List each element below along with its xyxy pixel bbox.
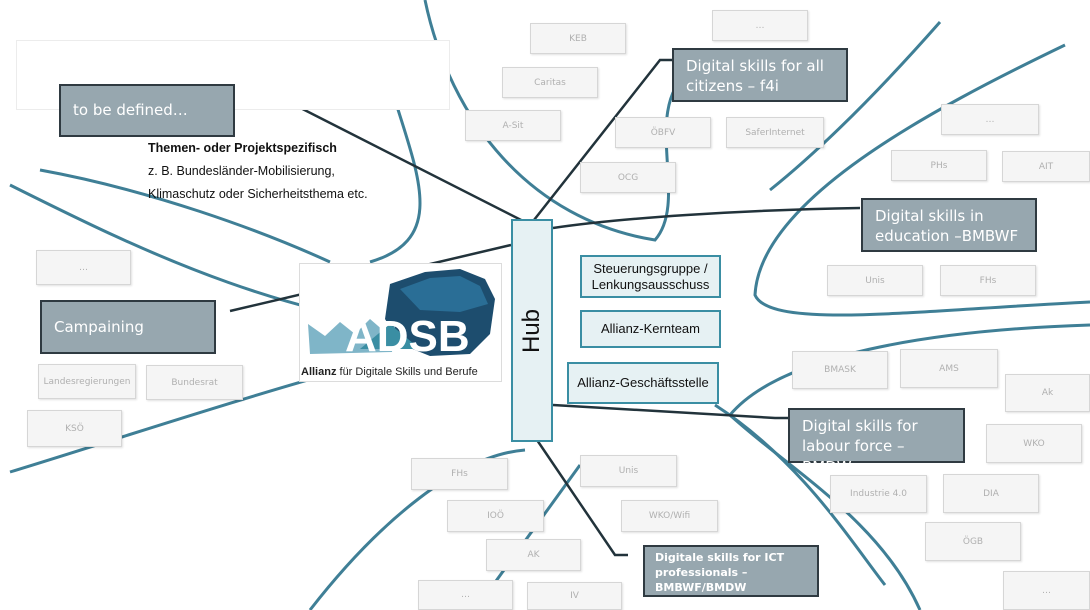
tile-ak: AK	[486, 539, 581, 571]
curve	[727, 323, 1090, 610]
tile-kso: KSÖ	[27, 410, 122, 447]
hub-item-kernteam: Allianz-Kernteam	[580, 310, 721, 348]
adsb-logo: ADSB	[299, 263, 502, 382]
curve	[308, 448, 526, 610]
box-digital-skills-ict-professionals: Digitale skills for ICT professionals – …	[643, 545, 819, 597]
hub-box: Hub	[511, 219, 553, 442]
tile-ait: AIT	[1002, 151, 1090, 182]
hub-label: Hub	[518, 308, 545, 353]
tile-bmask: BMASK	[792, 351, 888, 389]
tile-ogb: ÖGB	[925, 522, 1021, 561]
box-campaining: Campaining	[40, 300, 216, 354]
tile-a-sit: A-Sit	[465, 110, 561, 141]
tile-wko-wifi: WKO/Wifi	[621, 500, 718, 532]
tile-ellipsis: …	[941, 104, 1039, 135]
box-digital-skills-all-citizens: Digital skills for all citizens – f4i	[672, 48, 848, 102]
tile-ellipsis: …	[418, 580, 513, 610]
tile-ocg: OCG	[580, 162, 676, 193]
logo-wordmark: ADSB	[345, 312, 470, 361]
connector-line	[533, 58, 672, 221]
hub-item-steuerungsgruppe: Steuerungsgruppe / Lenkungsausschuss	[580, 255, 721, 298]
tile-fhs: FHs	[940, 265, 1036, 296]
curve	[39, 168, 331, 264]
hub-item-geschaeftsstelle: Allianz-Geschäftsstelle	[567, 362, 719, 404]
curve	[769, 21, 942, 192]
tile-ioo: IOÖ	[447, 500, 544, 532]
connector-line	[552, 403, 788, 420]
tile-caritas: Caritas	[502, 67, 598, 98]
tile-keb: KEB	[530, 23, 626, 54]
box-to-be-defined: to be defined…	[59, 84, 235, 137]
theme-heading: Themen- oder Projektspezifisch	[148, 141, 337, 155]
connector-line	[552, 206, 861, 230]
tile-fhs: FHs	[411, 458, 508, 490]
tile-wko: WKO	[986, 424, 1082, 463]
adsb-logo-graphic: ADSB	[308, 269, 495, 361]
tile-bundesrat: Bundesrat	[146, 365, 243, 400]
tile-saferinternet: SaferInternet	[726, 117, 824, 148]
tile-phs: PHs	[891, 150, 987, 181]
curve	[369, 99, 422, 264]
logo-tagline: Allianz für Digitale Skills und Berufe	[301, 366, 478, 378]
tile-unis: Unis	[580, 455, 677, 487]
tile-ams: AMS	[900, 349, 998, 388]
tile-obfv: ÖBFV	[615, 117, 711, 148]
tile-ellipsis: …	[36, 250, 131, 285]
logo-tagline-rest: für Digitale Skills und Berufe	[336, 366, 478, 378]
connector-line	[535, 439, 628, 557]
logo-allianz: Allianz	[301, 366, 337, 378]
theme-line: Klimaschutz oder Sicherheitsthema etc.	[148, 187, 368, 201]
tile-dia: DIA	[943, 474, 1039, 513]
curve	[714, 403, 887, 586]
tile-ellipsis: …	[712, 10, 808, 41]
curve	[753, 43, 1090, 317]
tile-industrie-4-0: Industrie 4.0	[830, 475, 927, 513]
tile-unis: Unis	[827, 265, 923, 296]
tile-ak: Ak	[1005, 374, 1090, 412]
tile-landesregierungen: Landesregierungen	[38, 364, 136, 399]
tile-iv: IV	[527, 582, 622, 610]
theme-text: Themen- oder Projektspezifisch z. B. Bun…	[148, 137, 368, 206]
tile-ellipsis: …	[1003, 571, 1090, 610]
box-digital-skills-labour-force: Digital skills for labour force – BMDW	[788, 408, 965, 476]
theme-line: z. B. Bundesländer-Mobilisierung,	[148, 164, 335, 178]
box-digital-skills-education: Digital skills in education –BMBWF	[861, 198, 1037, 252]
